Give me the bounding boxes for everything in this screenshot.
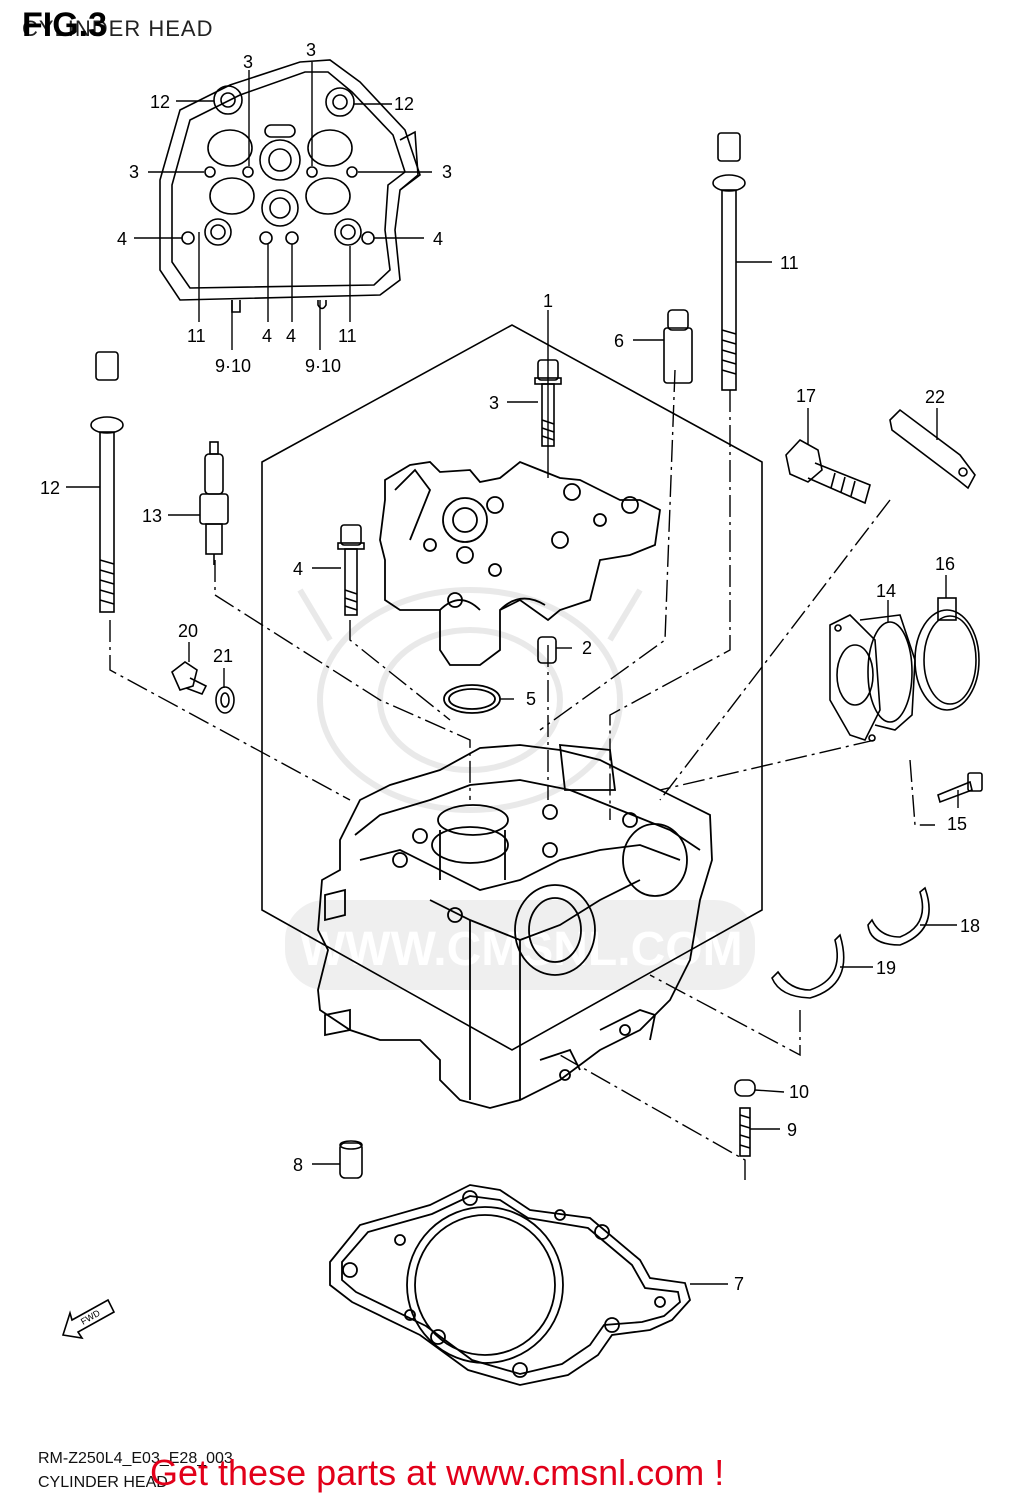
- stud-bolt-part-11: [712, 132, 746, 391]
- dowel-part-8: [339, 1140, 363, 1179]
- stud-part-9: [739, 1107, 751, 1157]
- callout-inset-12-right: 12: [394, 94, 414, 114]
- callout-17: 17: [796, 386, 816, 406]
- assembly-frame: [261, 324, 763, 1051]
- callout-10: 10: [789, 1082, 809, 1102]
- callout-inset-3-top-right: 3: [306, 40, 316, 60]
- part-callout-labels: 1 2 3 4 5 6 7 8 9 10 11 12 13 14 15 16 1…: [40, 253, 980, 1294]
- bolt-part-4: [337, 524, 365, 616]
- watermark-text: WWW.CMSNL.COM: [300, 923, 743, 976]
- callout-inset-3-right: 3: [442, 162, 452, 182]
- diagram-name: CYLINDER HEAD: [38, 1474, 168, 1491]
- callout-22: 22: [925, 387, 945, 407]
- intake-pipe-part-14: [829, 614, 916, 742]
- callout-21: 21: [213, 646, 233, 666]
- assembly-dashed-lines: [109, 369, 935, 1180]
- callout-inset-4-left: 4: [117, 229, 127, 249]
- callout-2: 2: [582, 638, 592, 658]
- spark-plug-part-13: [199, 441, 229, 565]
- forward-direction-arrow: FWD: [61, 1298, 116, 1340]
- callout-8: 8: [293, 1155, 303, 1175]
- callout-13: 13: [142, 506, 162, 526]
- callout-15: 15: [947, 814, 967, 834]
- figure-number: FIG.3: [22, 6, 108, 44]
- stud-bolt-part-12: [90, 351, 124, 613]
- o-ring-part-5: [443, 684, 501, 714]
- clamp-bracket-part-22: [889, 408, 976, 490]
- diagram-code: RM-Z250L4_E03_E28_003: [38, 1450, 233, 1467]
- diagram-subtitle: CYLINDER HEAD: [22, 16, 214, 41]
- callout-1: 1: [543, 291, 553, 311]
- part-leader-lines: [66, 261, 959, 1285]
- callout-inset-3-top-left: 3: [243, 52, 253, 72]
- callout-12: 12: [40, 478, 60, 498]
- callout-20: 20: [178, 621, 198, 641]
- callout-14: 14: [876, 581, 896, 601]
- dowel-pin-part-2: [537, 636, 557, 664]
- callout-3: 3: [489, 393, 499, 413]
- callout-inset-4-bottom-left: 4: [262, 326, 272, 346]
- watermark-logo: WWW.CMSNL.COM: [285, 587, 755, 990]
- callout-inset-4-bottom-right: 4: [286, 326, 296, 346]
- callout-4: 4: [293, 559, 303, 579]
- callout-5: 5: [526, 689, 536, 709]
- callout-inset-12-left: 12: [150, 92, 170, 112]
- callout-inset-3-left: 3: [129, 162, 139, 182]
- half-ring-part-19: [771, 933, 845, 999]
- callout-19: 19: [876, 958, 896, 978]
- inset-leader-lines: [134, 62, 432, 350]
- callout-6: 6: [614, 331, 624, 351]
- nut-part-10: [734, 1079, 756, 1097]
- callout-16: 16: [935, 554, 955, 574]
- bolt-part-20: [171, 661, 208, 696]
- promo-link[interactable]: Get these parts at www.cmsnl.com !: [150, 1452, 725, 1493]
- bolt-part-15: [937, 772, 983, 804]
- bolt-part-17: [785, 438, 871, 505]
- hose-clamp-part-16: [914, 597, 980, 711]
- inset-callout-labels: 12 3 3 12 3 3 4 4 11 4 4 11 9·10 9·10: [117, 40, 452, 376]
- callout-7: 7: [734, 1274, 744, 1294]
- cylinder-head-body: [317, 743, 713, 1109]
- callout-18: 18: [960, 916, 980, 936]
- washer-part-21: [215, 686, 235, 714]
- cylinder-head-top-view-inset: [159, 59, 421, 313]
- callout-inset-9-10-right: 9·10: [305, 356, 341, 376]
- callout-inset-11-left: 11: [187, 326, 206, 346]
- half-ring-part-18: [867, 886, 930, 946]
- callout-inset-4-right: 4: [433, 229, 443, 249]
- part-6-plunger: [663, 309, 693, 384]
- callout-inset-9-10-left: 9·10: [215, 356, 251, 376]
- camshaft-holder: [379, 460, 661, 666]
- callout-11: 11: [780, 253, 799, 273]
- head-gasket-part-7: [329, 1184, 692, 1386]
- callout-9: 9: [787, 1120, 797, 1140]
- callout-inset-11-right: 11: [338, 326, 357, 346]
